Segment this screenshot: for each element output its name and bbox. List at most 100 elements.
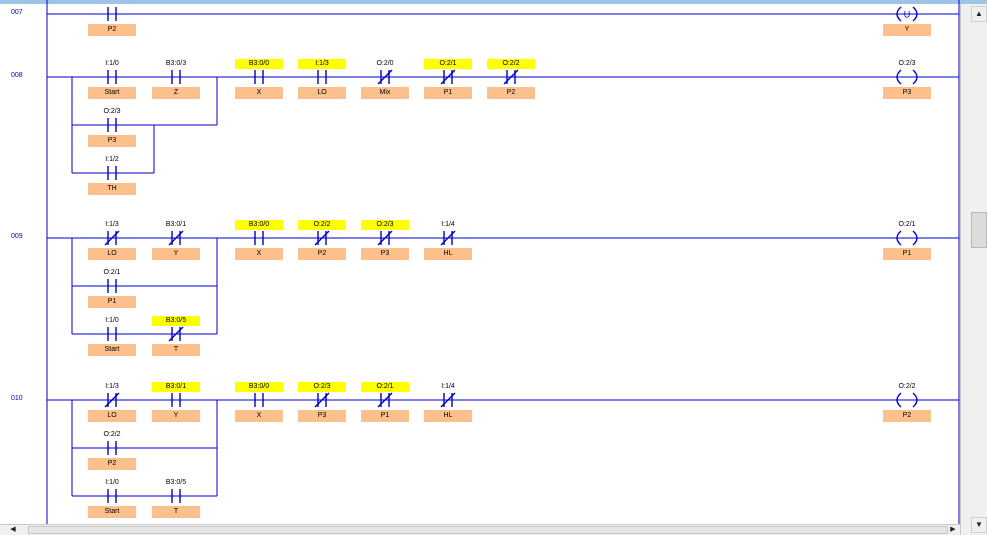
- contact-address: O:2/1: [103, 269, 121, 276]
- contact-tag[interactable]: X: [235, 87, 283, 99]
- contact-address: O:2/0: [376, 60, 394, 67]
- contact-tag[interactable]: HL: [424, 248, 472, 260]
- scroll-left-icon[interactable]: ◀: [10, 526, 16, 533]
- contact-tag[interactable]: Y: [152, 410, 200, 422]
- coil-tag[interactable]: Y: [883, 24, 931, 36]
- no-contact-icon[interactable]: [107, 70, 117, 84]
- contact-address: I:1/0: [105, 479, 119, 486]
- contact-tag[interactable]: P2: [88, 458, 136, 470]
- vertical-scrollbar[interactable]: ▲ ▼: [960, 4, 987, 535]
- contact-tag[interactable]: P1: [88, 296, 136, 308]
- contact-address: O:2/3: [361, 220, 409, 230]
- no-contact-icon[interactable]: [107, 489, 117, 503]
- nc-contact-icon[interactable]: [503, 69, 519, 85]
- contact-tag[interactable]: Mix: [361, 87, 409, 99]
- contact-tag[interactable]: X: [235, 410, 283, 422]
- contact-tag[interactable]: Y: [152, 248, 200, 260]
- contact-tag[interactable]: HL: [424, 410, 472, 422]
- contact-address: O:2/2: [103, 431, 121, 438]
- nc-contact-icon[interactable]: [440, 392, 456, 408]
- horizontal-scrollbar[interactable]: ◀ ▶: [0, 524, 960, 535]
- horizontal-scroll-thumb[interactable]: [28, 526, 948, 534]
- no-contact-icon[interactable]: [317, 70, 327, 84]
- contact-tag[interactable]: P1: [424, 87, 472, 99]
- contact-tag[interactable]: Z: [152, 87, 200, 99]
- no-contact-icon[interactable]: [107, 441, 117, 455]
- contact-address: B3:0/5: [152, 316, 200, 326]
- contact-address: O:2/2: [298, 220, 346, 230]
- no-contact-icon[interactable]: [254, 70, 264, 84]
- contact-tag[interactable]: Start: [88, 344, 136, 356]
- contact-tag[interactable]: P2: [298, 248, 346, 260]
- rung-number: 009: [11, 233, 23, 240]
- contact-tag[interactable]: T: [152, 506, 200, 518]
- coil-tag[interactable]: P1: [883, 248, 931, 260]
- contact-tag[interactable]: T: [152, 344, 200, 356]
- no-contact-icon[interactable]: [171, 393, 181, 407]
- no-contact-icon[interactable]: [254, 231, 264, 245]
- contact-tag[interactable]: Start: [88, 87, 136, 99]
- nc-contact-icon[interactable]: [104, 230, 120, 246]
- contact-tag[interactable]: LO: [88, 410, 136, 422]
- contact-address: B3:0/0: [235, 59, 283, 69]
- nc-contact-icon[interactable]: [440, 69, 456, 85]
- contact-tag[interactable]: LO: [88, 248, 136, 260]
- contact-address: I:1/0: [105, 317, 119, 324]
- contact-tag[interactable]: Start: [88, 506, 136, 518]
- coil-address: O:2/3: [898, 60, 916, 67]
- nc-contact-icon[interactable]: [314, 230, 330, 246]
- nc-contact-icon[interactable]: [377, 230, 393, 246]
- contact-tag[interactable]: TH: [88, 183, 136, 195]
- nc-contact-icon[interactable]: [314, 392, 330, 408]
- no-contact-icon[interactable]: [107, 279, 117, 293]
- contact-address: B3:0/3: [165, 60, 187, 67]
- no-contact-icon[interactable]: [107, 7, 117, 21]
- contact-address: I:1/4: [441, 383, 455, 390]
- contact-address: B3:0/1: [165, 221, 187, 228]
- contact-tag[interactable]: P3: [361, 248, 409, 260]
- contact-address: O:2/2: [487, 59, 535, 69]
- contact-address: O:2/3: [103, 108, 121, 115]
- nc-contact-icon[interactable]: [377, 69, 393, 85]
- contact-tag[interactable]: P1: [361, 410, 409, 422]
- rung-number: 008: [11, 72, 23, 79]
- contact-address: O:2/3: [298, 382, 346, 392]
- output-coil-icon[interactable]: [896, 230, 918, 246]
- scroll-down-icon[interactable]: ▼: [971, 517, 987, 533]
- contact-tag[interactable]: X: [235, 248, 283, 260]
- output-coil-icon[interactable]: [896, 392, 918, 408]
- contact-address: I:1/2: [105, 156, 119, 163]
- contact-address: I:1/0: [105, 60, 119, 67]
- contact-address: I:1/3: [298, 59, 346, 69]
- unlatch-coil-icon[interactable]: U: [896, 6, 918, 22]
- contact-tag[interactable]: P2: [88, 24, 136, 36]
- rung-number: 007: [11, 9, 23, 16]
- no-contact-icon[interactable]: [107, 327, 117, 341]
- no-contact-icon[interactable]: [171, 489, 181, 503]
- no-contact-icon[interactable]: [107, 118, 117, 132]
- no-contact-icon[interactable]: [107, 166, 117, 180]
- nc-contact-icon[interactable]: [168, 230, 184, 246]
- coil-symbol: U: [904, 10, 911, 20]
- contact-address: O:2/1: [424, 59, 472, 69]
- coil-tag[interactable]: P3: [883, 87, 931, 99]
- contact-tag[interactable]: P3: [88, 135, 136, 147]
- nc-contact-icon[interactable]: [377, 392, 393, 408]
- contact-address: B3:0/5: [165, 479, 187, 486]
- coil-tag[interactable]: P2: [883, 410, 931, 422]
- contact-tag[interactable]: P2: [487, 87, 535, 99]
- nc-contact-icon[interactable]: [104, 392, 120, 408]
- contact-tag[interactable]: P3: [298, 410, 346, 422]
- no-contact-icon[interactable]: [254, 393, 264, 407]
- nc-contact-icon[interactable]: [440, 230, 456, 246]
- contact-tag[interactable]: LO: [298, 87, 346, 99]
- rung-number: 010: [11, 395, 23, 402]
- scroll-right-icon[interactable]: ▶: [950, 526, 956, 533]
- output-coil-icon[interactable]: [896, 69, 918, 85]
- nc-contact-icon[interactable]: [168, 326, 184, 342]
- contact-address: B3:0/1: [152, 382, 200, 392]
- scroll-up-icon[interactable]: ▲: [971, 6, 987, 22]
- vertical-scroll-thumb[interactable]: [971, 212, 987, 248]
- no-contact-icon[interactable]: [171, 70, 181, 84]
